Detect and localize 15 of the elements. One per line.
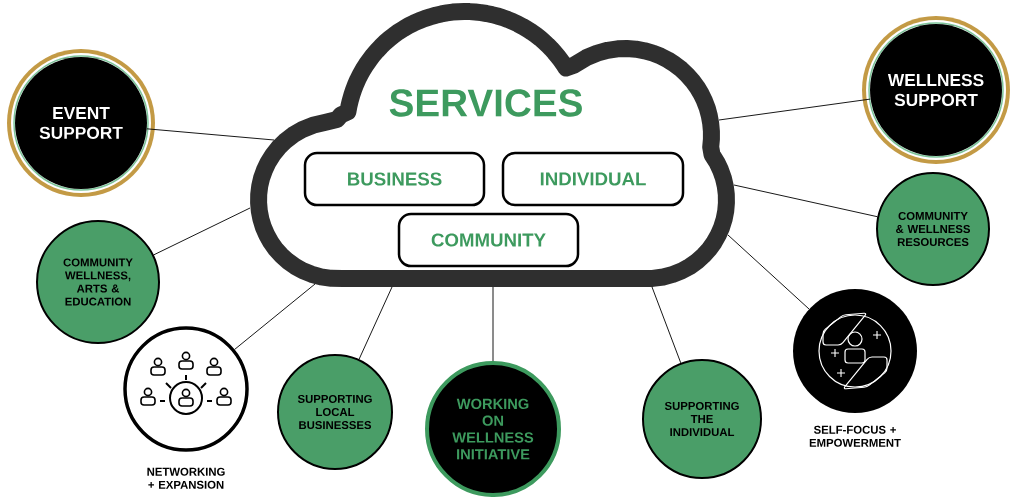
icon-caption: SELF-FOCUS + EMPOWERMENT [809,425,901,447]
connector-line [492,286,494,362]
connector-line [651,286,682,364]
icon-caption: NETWORKING + EXPANSION [147,467,225,489]
connector-line [733,184,878,218]
cloud-title: SERVICES [389,89,582,117]
category-box: COMMUNITY [397,212,580,268]
connector-line [727,234,810,310]
connector-line [146,128,275,141]
connector-line [718,98,871,121]
connector-line [153,207,251,256]
connector-line [234,283,316,350]
category-box: INDIVIDUAL [501,151,685,207]
category-box: BUSINESS [303,151,486,207]
connector-line [358,286,393,360]
